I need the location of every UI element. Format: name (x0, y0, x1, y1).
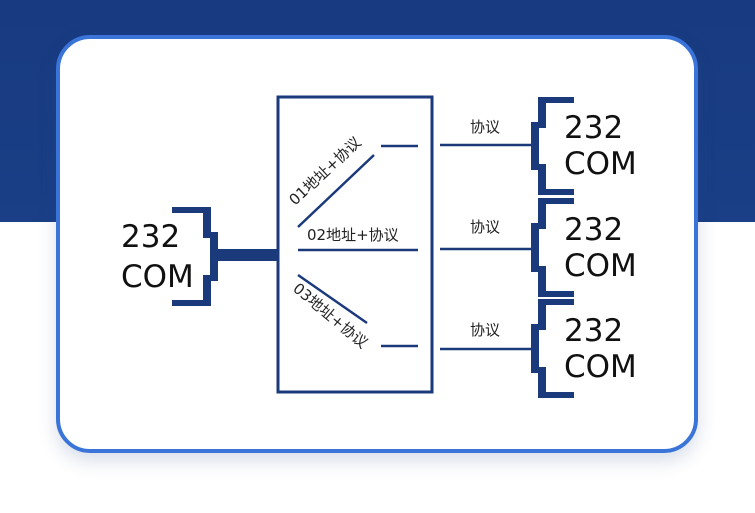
right-connector-icon-1 (531, 97, 574, 195)
right-port-1-line2: COM (564, 146, 637, 182)
switch-label-2: 02地址+协议 (307, 226, 399, 244)
right-connector-icon-3 (531, 299, 574, 398)
left-connector-icon (172, 207, 278, 306)
switch-label-3: 03地址+协议 (289, 279, 371, 352)
right-port-3-line2: COM (564, 349, 637, 385)
right-connector-icon-2 (531, 198, 574, 297)
switch-label-1: 01地址+协议 (285, 133, 364, 209)
right-port-2-line2: COM (564, 248, 637, 284)
right-port-2-line1: 232 (564, 212, 623, 248)
link-label-3: 协议 (470, 321, 500, 339)
switch-blade-1 (297, 154, 375, 228)
left-port-line1: 232 (121, 219, 180, 255)
link-label-1: 协议 (470, 118, 500, 136)
right-port-3-line1: 232 (564, 313, 623, 349)
left-port-line2: COM (121, 259, 194, 295)
right-port-1-line1: 232 (564, 110, 623, 146)
left-connector-link (218, 249, 278, 261)
switch-box (276, 95, 434, 394)
switch-blade-3 (297, 273, 368, 325)
link-label-2: 协议 (470, 218, 500, 236)
diagram-card (56, 35, 698, 453)
